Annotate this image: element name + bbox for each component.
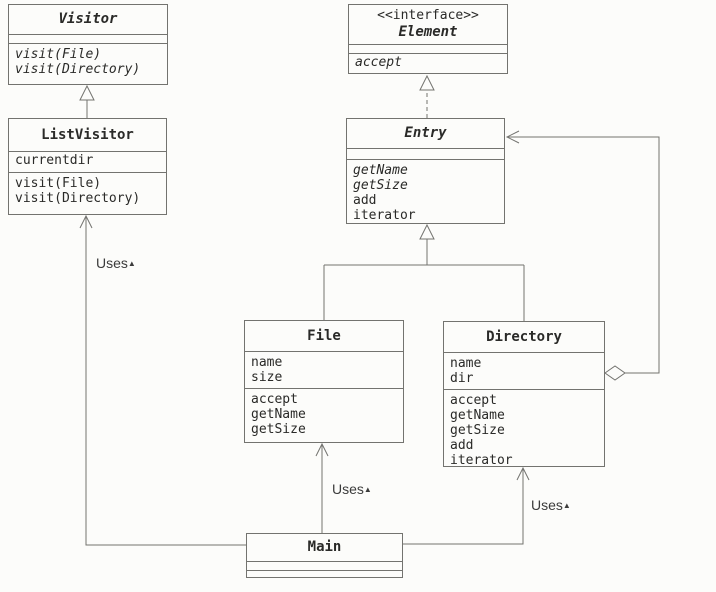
uses-main-to-directory: [403, 466, 530, 545]
uses-main-to-file: [315, 442, 329, 533]
class-title: Directory: [444, 322, 604, 353]
methods-compartment: accept getName getSize add iterator: [444, 390, 604, 466]
method-label: visit(Directory): [15, 62, 141, 77]
method-label: add: [450, 438, 474, 453]
method-label: getName: [353, 163, 408, 178]
uml-class-file: File name size accept getName getSize: [244, 320, 404, 443]
method-label: accept: [355, 55, 402, 70]
attributes-compartment: name dir: [444, 353, 604, 390]
uml-class-directory: Directory name dir accept getName getSiz…: [443, 321, 605, 467]
attribute-label: size: [251, 370, 283, 385]
class-name: Main: [307, 539, 342, 555]
attribute-label: name: [450, 356, 482, 371]
uml-class-entry: Entry getName getSize add iterator: [346, 118, 505, 224]
class-name: Visitor: [58, 11, 118, 27]
uses-text: Uses: [531, 497, 563, 513]
method-label: visit(File): [15, 176, 102, 191]
uses-text: Uses: [332, 481, 364, 497]
class-title: Main: [247, 534, 402, 562]
methods-compartment: [247, 571, 402, 577]
uml-class-listvisitor: ListVisitor currentdir visit(File) visit…: [8, 118, 167, 215]
attributes-compartment: name size: [245, 352, 403, 389]
method-label: getSize: [251, 422, 306, 437]
methods-compartment: visit(File) visit(Directory): [9, 173, 166, 214]
uml-interface-element: <<interface>> Element accept: [348, 4, 508, 74]
methods-compartment: accept: [349, 54, 507, 73]
class-title: File: [245, 321, 403, 352]
class-name: File: [307, 327, 341, 344]
method-label: accept: [450, 393, 497, 408]
methods-compartment: getName getSize add iterator: [347, 160, 504, 223]
methods-compartment: accept getName getSize: [245, 389, 403, 442]
method-label: getSize: [353, 178, 408, 193]
method-label: getSize: [450, 423, 505, 438]
attributes-compartment: currentdir: [9, 152, 166, 173]
class-title: Entry: [347, 119, 504, 149]
attributes-compartment: [349, 45, 507, 54]
method-label: visit(Directory): [15, 191, 141, 206]
realization-entry-to-element: [419, 74, 435, 118]
class-name: ListVisitor: [41, 126, 134, 143]
class-title: <<interface>> Element: [349, 5, 507, 45]
uses-main-to-listvisitor: [79, 214, 246, 546]
method-label: add: [353, 193, 377, 208]
attributes-compartment: [9, 35, 167, 44]
attributes-compartment: [247, 562, 402, 571]
stereotype-label: <<interface>>: [377, 8, 479, 23]
generalization-listvisitor-to-visitor: [79, 84, 95, 118]
uses-label: Uses▲: [531, 497, 571, 513]
method-label: getName: [450, 408, 505, 423]
class-name: Entry: [404, 125, 447, 141]
uml-class-visitor: Visitor visit(File) visit(Directory): [8, 4, 168, 85]
generalization-file-directory-to-entry: [323, 223, 525, 321]
uses-direction-triangle-icon: ▲: [562, 501, 571, 510]
uml-class-main: Main: [246, 533, 403, 578]
method-label: accept: [251, 392, 298, 407]
uses-direction-triangle-icon: ▲: [127, 259, 136, 268]
method-label: visit(File): [15, 47, 102, 62]
attribute-label: dir: [450, 371, 474, 386]
attribute-label: name: [251, 355, 283, 370]
class-title: ListVisitor: [9, 119, 166, 152]
aggregation-directory-to-entry: [505, 130, 660, 381]
attributes-compartment: [347, 149, 504, 160]
uses-text: Uses: [96, 255, 128, 271]
uses-label: Uses▲: [96, 255, 136, 271]
class-name: Element: [398, 24, 458, 40]
attribute-label: currentdir: [15, 153, 94, 168]
class-title: Visitor: [9, 5, 167, 35]
methods-compartment: visit(File) visit(Directory): [9, 44, 167, 84]
method-label: iterator: [353, 208, 416, 223]
uses-label: Uses▲: [332, 481, 372, 497]
class-name: Directory: [486, 328, 562, 345]
method-label: iterator: [450, 453, 513, 466]
method-label: getName: [251, 407, 306, 422]
uses-direction-triangle-icon: ▲: [363, 485, 372, 494]
